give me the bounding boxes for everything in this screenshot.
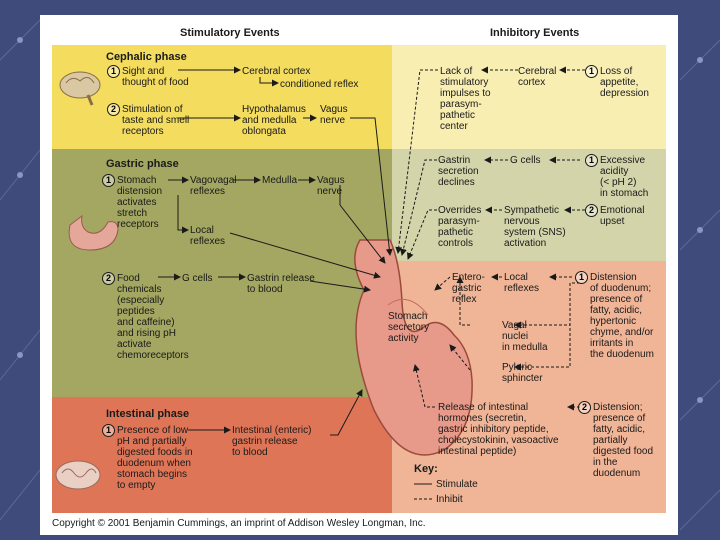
hypothalamus-label: Hypothalamus and medulla oblongata bbox=[242, 104, 306, 137]
sympathetic-label: Sympathetic nervous system (SNS) activat… bbox=[504, 205, 566, 249]
inhibit-label: Inhibit bbox=[436, 494, 463, 505]
stimulation-label: Stimulation of taste and smell receptors bbox=[122, 104, 190, 137]
local-label: Local reflexes bbox=[190, 225, 226, 247]
entero-label: Entero- gastric reflex bbox=[452, 272, 485, 305]
vagal-label: Vagal nuclei in medulla bbox=[502, 320, 548, 353]
medulla-label: Medulla bbox=[262, 175, 298, 186]
diagram-card: Stimulatory Events Inhibitory Events bbox=[40, 15, 678, 535]
gastrin-declines-label: Gastrin secretion declines bbox=[438, 155, 479, 188]
intestinal-gastrin-label: Intestinal (enteric) gastrin release to … bbox=[232, 425, 312, 458]
pyloric-label: Pyloric sphincter bbox=[502, 362, 543, 384]
stomach-large-icon bbox=[354, 239, 473, 456]
gastrin-release-label: Gastrin release to blood bbox=[247, 273, 315, 295]
cephalic-title: Cephalic phase bbox=[106, 51, 187, 63]
release-label: Release of intestinal hormones (secretin… bbox=[438, 402, 559, 457]
conditioned-label: conditioned reflex bbox=[280, 79, 359, 90]
excess-label: Excessive acidity (< pH 2) in stomach bbox=[600, 155, 649, 199]
gcells-label: G cells bbox=[182, 273, 213, 284]
step-number: 1 bbox=[575, 271, 588, 284]
stimulatory-header: Stimulatory Events bbox=[180, 27, 280, 39]
cephalic-band-right bbox=[392, 45, 666, 149]
step-number: 2 bbox=[585, 204, 598, 217]
gastric-band-right bbox=[392, 149, 666, 261]
cephalic-band-left bbox=[52, 45, 392, 149]
step-number: 1 bbox=[102, 424, 115, 437]
step-number: 1 bbox=[585, 65, 598, 78]
presence-label: Presence of low pH and partially digeste… bbox=[117, 425, 193, 491]
intestinal-band-left bbox=[52, 397, 392, 513]
brain-icon bbox=[59, 71, 101, 106]
intestine-icon bbox=[55, 460, 101, 490]
step-number: 1 bbox=[102, 174, 115, 187]
distension2-label: Distension; presence of fatty, acidic, p… bbox=[593, 402, 654, 479]
copyright: Copyright © 2001 Benjamin Cummings, an i… bbox=[52, 518, 426, 529]
vagovagal-label: Vagovagal reflexes bbox=[190, 175, 237, 197]
local-right-label: Local reflexes bbox=[504, 272, 540, 294]
overrides-label: Overrides parasym- pathetic controls bbox=[438, 205, 482, 249]
step-number: 1 bbox=[107, 65, 120, 78]
distension1-label: Distension of duodenum; presence of fatt… bbox=[590, 272, 654, 360]
intestinal-title: Intestinal phase bbox=[106, 408, 190, 420]
gcells-right-label: G cells bbox=[510, 155, 541, 166]
sight-label: Sight and thought of food bbox=[122, 66, 189, 88]
cortex-label: Cerebral cortex bbox=[242, 66, 311, 77]
key-title: Key: bbox=[414, 463, 438, 475]
stomach-activity-label: Stomach secretory activity bbox=[388, 311, 430, 344]
vagus-label: Vagus nerve bbox=[317, 175, 345, 197]
gastric-title: Gastric phase bbox=[106, 158, 179, 170]
step-number: 2 bbox=[102, 272, 115, 285]
step-number: 2 bbox=[578, 401, 591, 414]
step-number: 2 bbox=[107, 103, 120, 116]
lack-label: Lack of stimulatory impulses to parasym-… bbox=[440, 66, 491, 132]
cortex-right-label: Cerebral cortex bbox=[518, 66, 557, 88]
food-label: Food chemicals (especially peptides and … bbox=[117, 273, 189, 361]
flow-arrows bbox=[55, 66, 585, 500]
stomach-small-icon bbox=[68, 214, 119, 251]
emotional-label: Emotional upset bbox=[600, 205, 645, 227]
vagus-label: Vagus nerve bbox=[320, 104, 348, 126]
step-number: 1 bbox=[585, 154, 598, 167]
stimulate-label: Stimulate bbox=[436, 479, 478, 490]
inhibitory-header: Inhibitory Events bbox=[490, 27, 580, 39]
stomach-label: Stomach distension activates stretch rec… bbox=[117, 175, 163, 230]
loss-label: Loss of appetite, depression bbox=[600, 66, 649, 99]
